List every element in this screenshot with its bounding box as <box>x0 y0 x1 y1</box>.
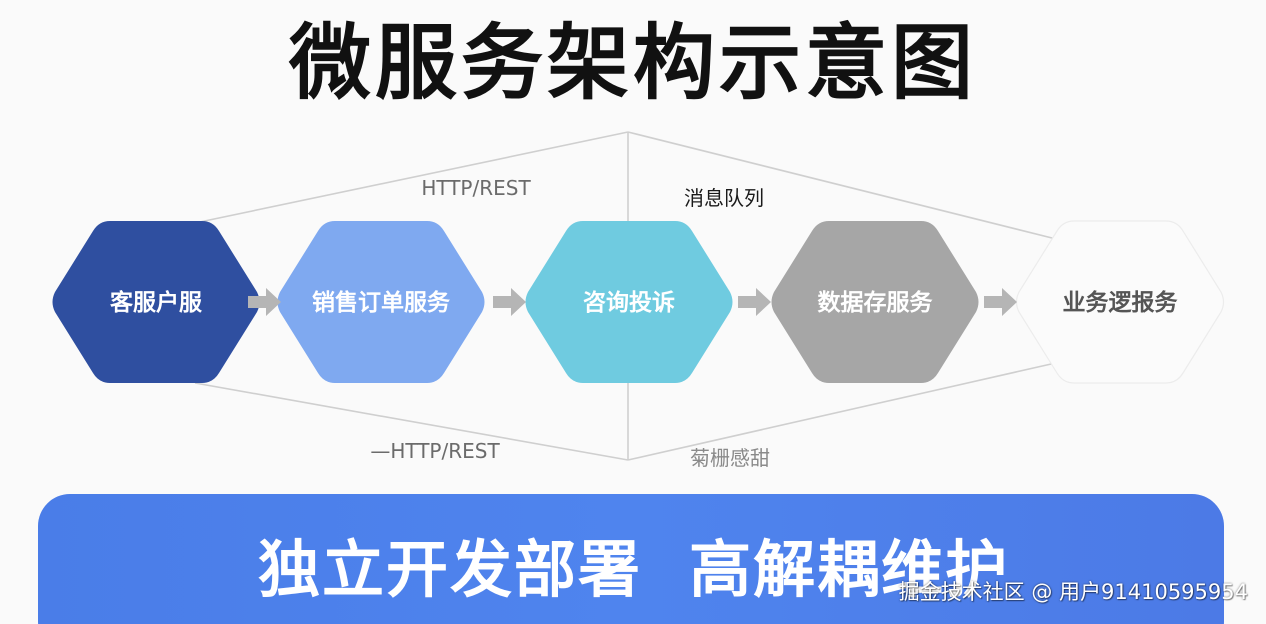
arrow-right-icon <box>738 288 771 316</box>
node-label: 销售订单服务 <box>312 289 451 316</box>
watermark: 掘金技术社区 @ 用户91410595954 <box>898 580 1248 604</box>
flow-arrows <box>248 288 1017 316</box>
label-http-rest-bottom: —HTTP/REST <box>370 439 500 463</box>
label-bottom-right: 菊栅感甜 <box>690 446 770 470</box>
node-hexagon <box>52 221 260 383</box>
node-label: 数据存服务 <box>818 289 934 316</box>
node-label: 咨询投诉 <box>583 289 675 316</box>
banner-text: 独立开发部署 高解耦维护 <box>258 533 1010 606</box>
label-message-queue: 消息队列 <box>684 186 764 210</box>
arrow-right-icon <box>248 288 281 316</box>
node-hexagon <box>525 221 733 383</box>
connection-line <box>194 382 629 461</box>
feature-banner <box>38 494 1224 624</box>
page-title: 微服务架构示意图 <box>288 16 977 111</box>
connection-line <box>627 361 1061 461</box>
node-label: 客服户服 <box>110 289 203 316</box>
label-http-rest-top: HTTP/REST <box>421 176 531 200</box>
connection-lines <box>194 131 1061 461</box>
node-sales-order-service: 销售订单服务 <box>277 221 485 383</box>
arrow-right-icon <box>493 288 526 316</box>
node-consult-complaint: 咨询投诉 <box>525 221 733 383</box>
connection-line <box>194 131 629 224</box>
connection-line <box>627 131 1061 241</box>
node-business-logic-service: 业务逻报务 <box>1015 220 1225 384</box>
node-label: 业务逻报务 <box>1063 290 1179 316</box>
node-customer-service: 客服户服 <box>52 221 260 383</box>
node-hexagon <box>1015 220 1225 384</box>
node-hexagon <box>277 221 485 383</box>
arrow-right-icon <box>984 288 1017 316</box>
node-data-storage-service: 数据存服务 <box>771 221 979 383</box>
node-hexagon <box>771 221 979 383</box>
